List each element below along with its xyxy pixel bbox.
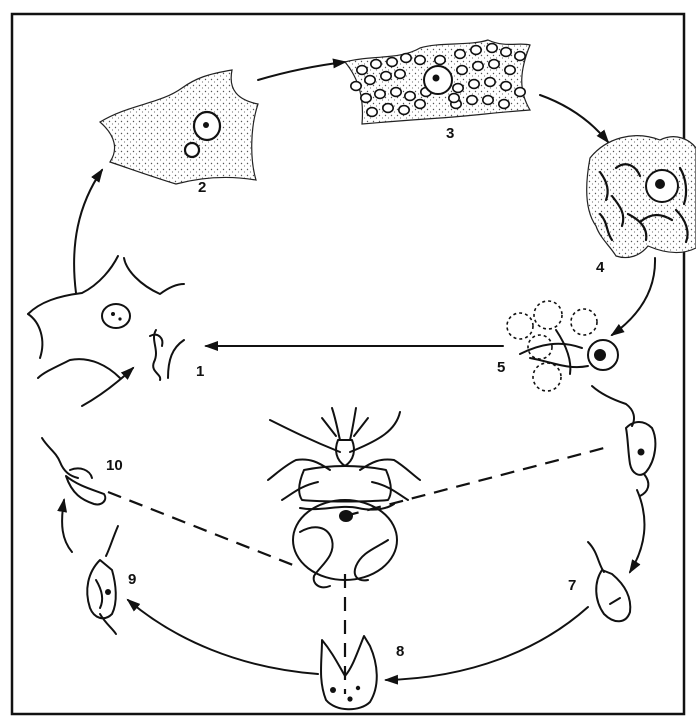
amastigote — [469, 80, 479, 89]
amastigote — [455, 50, 465, 59]
arrow-7-to-8 — [386, 607, 588, 680]
stage-10-parasite — [42, 438, 105, 504]
amastigote — [351, 82, 361, 91]
arrow-10-to-1 — [82, 368, 133, 406]
amastigote — [365, 76, 375, 85]
amastigote — [405, 92, 415, 101]
stage-6-parasite — [592, 386, 655, 496]
amastigote — [387, 58, 397, 67]
arrow-1-to-2 — [74, 170, 102, 293]
label-5: 5 — [497, 359, 505, 376]
amastigote — [499, 100, 509, 109]
label-3: 3 — [446, 125, 454, 142]
arrow-8-to-9 — [128, 600, 318, 674]
label-8: 8 — [396, 643, 404, 660]
link-to-10 — [108, 492, 298, 567]
stage-8-parasite — [321, 636, 377, 709]
arrow-3-to-4 — [540, 95, 608, 142]
amastigote — [515, 52, 525, 61]
label-2: 2 — [198, 179, 206, 196]
amastigote — [415, 56, 425, 65]
arrow-9-to-10 — [62, 500, 72, 552]
stage-1-host-cell — [28, 256, 184, 380]
stage-2-host-cell — [100, 70, 258, 184]
amastigote — [449, 94, 459, 103]
label-7: 7 — [568, 577, 576, 594]
amastigote — [501, 48, 511, 57]
amastigote — [505, 66, 515, 75]
amastigote — [435, 56, 445, 65]
amastigote — [401, 54, 411, 63]
amastigote — [483, 96, 493, 105]
amastigote — [487, 44, 497, 53]
arrow-6-to-7 — [630, 490, 644, 572]
amastigote — [489, 60, 499, 69]
arrow-4-to-5 — [612, 258, 655, 335]
mite-vector — [268, 408, 420, 587]
amastigote — [457, 66, 467, 75]
amastigote — [391, 88, 401, 97]
amastigote — [453, 84, 463, 93]
amastigote — [467, 96, 477, 105]
vector-links — [108, 447, 608, 694]
amastigote — [357, 66, 367, 75]
label-10: 10 — [106, 457, 123, 474]
stage-3-infected-cell — [345, 40, 530, 124]
amastigote — [501, 82, 511, 91]
label-9: 9 — [128, 571, 136, 588]
link-to-6 — [345, 447, 608, 516]
amastigote — [395, 70, 405, 79]
amastigote — [415, 100, 425, 109]
stage-7-parasite — [588, 542, 630, 621]
label-4: 4 — [596, 259, 605, 276]
amastigote — [383, 104, 393, 113]
amastigote — [361, 94, 371, 103]
stage-9-parasite — [87, 526, 118, 634]
stage-5-released-parasites — [507, 301, 618, 391]
amastigote — [485, 78, 495, 87]
amastigote — [381, 72, 391, 81]
amastigote — [375, 90, 385, 99]
label-1: 1 — [196, 363, 204, 380]
amastigote — [371, 60, 381, 69]
arrow-2-to-3 — [258, 62, 345, 80]
amastigote — [471, 46, 481, 55]
amastigote — [515, 88, 525, 97]
amastigote — [399, 106, 409, 115]
amastigote — [473, 62, 483, 71]
stage-4-bursting-cell — [587, 136, 696, 258]
amastigote — [367, 108, 377, 117]
